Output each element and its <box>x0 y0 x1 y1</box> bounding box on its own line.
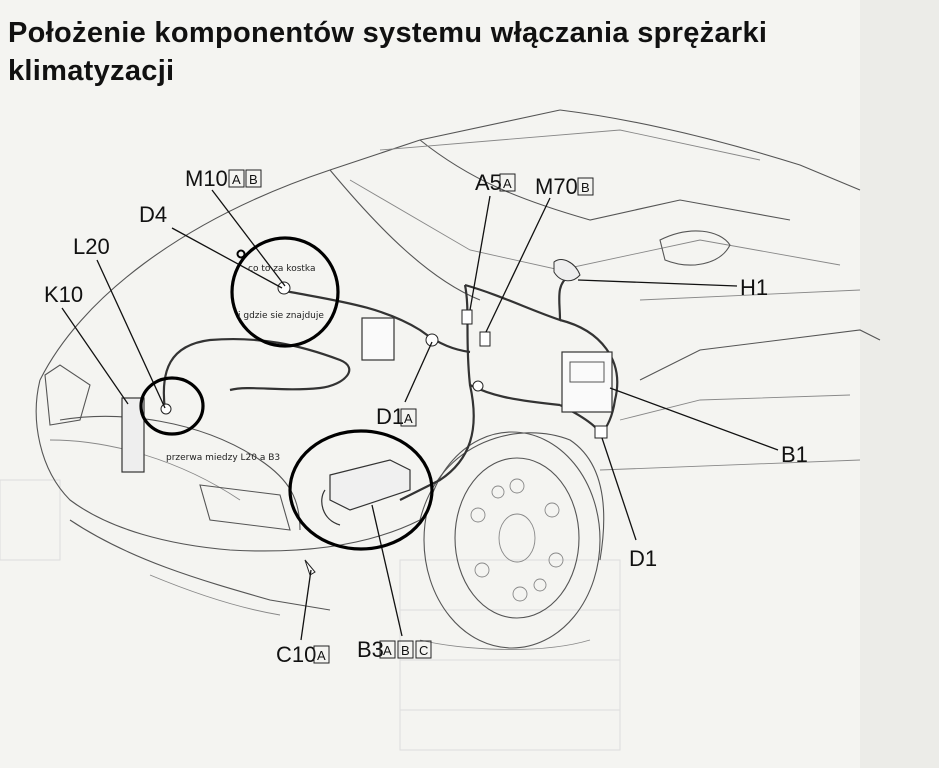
label-d4: D4 <box>139 202 167 227</box>
label-m10-a: A <box>232 172 241 187</box>
annotation-question-2: i gdzie sie znajduje <box>238 311 324 321</box>
car-body-outline <box>35 109 881 650</box>
label-b3: B3 <box>357 637 384 662</box>
label-d1: D1 <box>629 546 657 571</box>
label-d1a-a: A <box>404 411 413 426</box>
components <box>121 259 613 576</box>
annotation-notes: co to za kostka i gdzie sie znajduje prz… <box>166 264 324 463</box>
d1a-connector <box>425 333 439 347</box>
label-b3-a: A <box>383 643 392 658</box>
label-l20: L20 <box>73 234 110 259</box>
annotation-circles <box>139 236 434 551</box>
label-h1: H1 <box>740 275 768 300</box>
horn-h1 <box>553 259 581 282</box>
d1-connector <box>594 425 608 439</box>
label-b1: B1 <box>781 442 808 467</box>
label-c10: C10 <box>276 642 316 667</box>
label-m10: M10 <box>185 166 228 191</box>
label-m70: M70 <box>535 174 578 199</box>
annotation-circle-l20 <box>139 376 205 436</box>
l20-sensor <box>160 403 172 415</box>
leader-lines <box>61 189 779 641</box>
k10-component <box>121 397 145 473</box>
relay-module <box>361 317 395 361</box>
m70-connector <box>479 331 491 347</box>
label-b3-b: B <box>401 643 410 658</box>
label-b3-c: C <box>419 643 428 658</box>
label-m70-b: B <box>581 180 590 195</box>
a5-connector <box>461 309 473 325</box>
page-title: Położenie komponentów systemu włączania … <box>8 17 768 87</box>
label-d1a: D1 <box>376 404 404 429</box>
annotation-circle-d4 <box>230 236 340 348</box>
compressor-b3 <box>329 459 411 511</box>
annotation-circle-b3 <box>288 429 434 551</box>
label-a5-a: A <box>503 176 512 191</box>
callout-labels: M10 A B D4 A5 A M70 B L20 K10 H1 D1 A B1… <box>44 166 808 667</box>
c10-switch <box>304 559 316 576</box>
label-c10-a: A <box>317 648 326 663</box>
label-k10: K10 <box>44 282 83 307</box>
annotation-gap-note: przerwa miedzy L20 a B3 <box>166 453 280 463</box>
annotation-question-1: co to za kostka <box>248 264 316 274</box>
label-a5: A5 <box>475 170 502 195</box>
label-m10-b: B <box>249 172 258 187</box>
d4-connector <box>277 281 291 295</box>
